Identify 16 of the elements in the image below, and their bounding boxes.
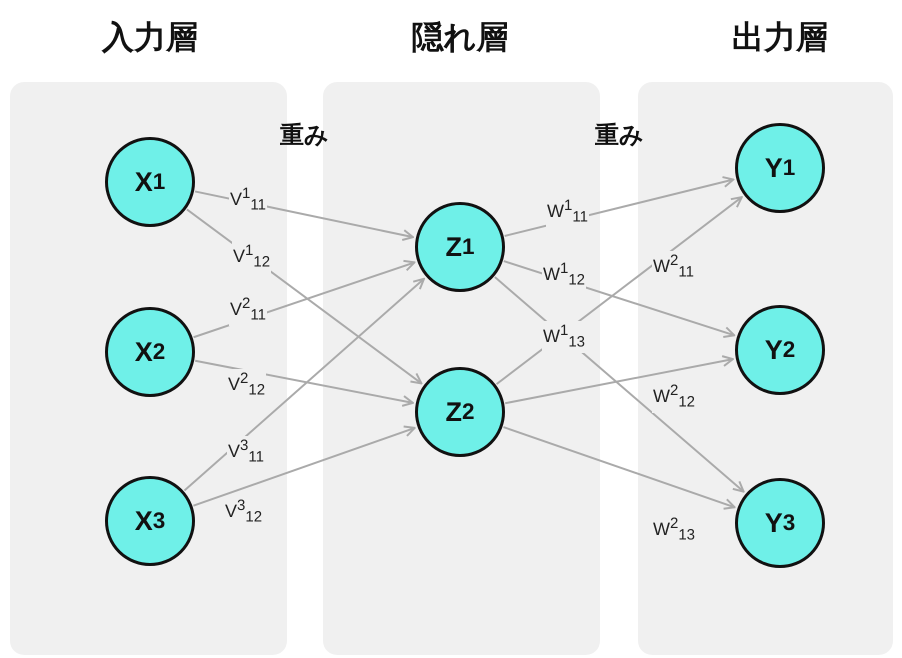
layer-heading: 入力層 bbox=[102, 18, 198, 57]
arrow bbox=[194, 360, 414, 407]
arrow bbox=[503, 260, 736, 338]
arrow bbox=[193, 426, 416, 507]
arrow bbox=[184, 278, 426, 492]
arrow bbox=[503, 426, 736, 510]
weights-label: 重み bbox=[595, 121, 644, 151]
arrow bbox=[494, 276, 745, 493]
weights-label: 重み bbox=[280, 121, 329, 151]
arrow bbox=[194, 190, 414, 241]
arrow bbox=[504, 355, 734, 404]
arrow bbox=[186, 208, 422, 384]
layer-heading: 出力層 bbox=[732, 18, 828, 57]
arrow bbox=[504, 176, 734, 237]
layer-heading: 隠れ層 bbox=[412, 18, 508, 57]
arrow bbox=[193, 260, 416, 338]
